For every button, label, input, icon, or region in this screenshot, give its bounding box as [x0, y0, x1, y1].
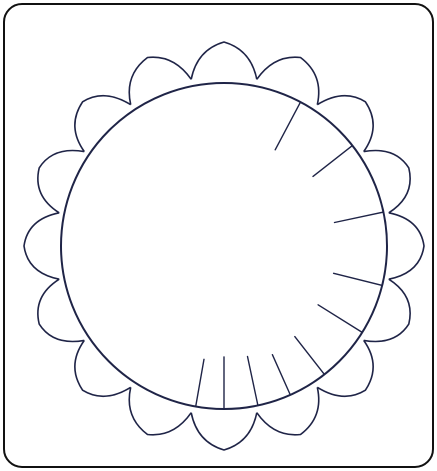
- petal: [191, 413, 257, 450]
- petal: [24, 213, 59, 279]
- petal: [389, 213, 424, 279]
- petal: [191, 42, 257, 79]
